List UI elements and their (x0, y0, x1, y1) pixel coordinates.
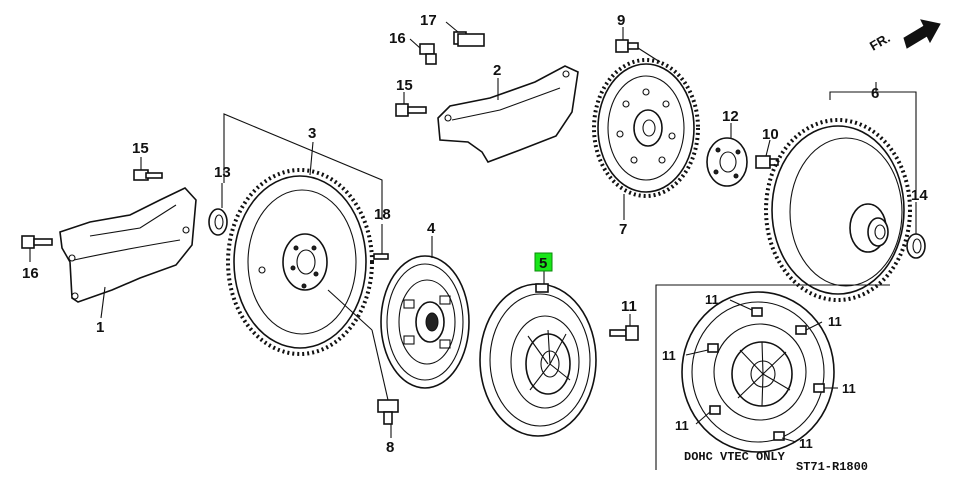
bolt-17 (445, 21, 485, 47)
callout-8: 8 (386, 439, 394, 456)
fr-label: FR. (867, 30, 893, 53)
callout-11-inset: 11 (675, 418, 689, 433)
part-2-upper-dust-shield (437, 65, 579, 163)
callout-13: 13 (214, 164, 231, 181)
bolt-8 (327, 289, 399, 438)
callout-11-inset: 11 (842, 381, 856, 396)
part-3-flywheel (226, 168, 374, 356)
part-6-torque-converter (764, 118, 912, 302)
callout-15-upper: 15 (396, 77, 413, 94)
bolt-9 (615, 27, 661, 63)
callout-14: 14 (911, 187, 928, 204)
callout-16-upper: 16 (389, 30, 406, 47)
callout-7: 7 (619, 221, 627, 238)
callout-17: 17 (420, 12, 437, 29)
part-13-pilot-bearing (208, 183, 228, 236)
callout-5-highlight (534, 252, 553, 272)
part-12-adapter-plate (706, 123, 748, 187)
bolt-16-upper (409, 38, 437, 65)
bolt-15-left (133, 157, 163, 181)
bolt-10 (755, 139, 779, 169)
callout-6: 6 (871, 85, 879, 102)
callout-11-inset: 11 (662, 348, 676, 363)
bolt-11-main (609, 314, 639, 341)
bolt-15-upper (395, 92, 427, 117)
part-1-dust-shield (59, 187, 197, 319)
arrow-icon (903, 19, 941, 49)
front-direction-indicator: FR. (867, 19, 941, 54)
callout-11-main: 11 (621, 298, 637, 315)
part-5-pressure-plate (479, 271, 597, 437)
callout-15-left: 15 (132, 140, 149, 157)
inset-caption: DOHC VTEC ONLY (684, 450, 786, 464)
part-18-dowel-pin (373, 224, 389, 260)
inset-dohc-vtec (655, 284, 890, 470)
callout-4: 4 (427, 220, 436, 237)
callout-18: 18 (374, 206, 391, 223)
callout-10: 10 (762, 126, 779, 143)
callout-11-inset: 11 (828, 314, 842, 329)
callout-16-left: 16 (22, 265, 39, 282)
callout-12: 12 (722, 108, 739, 125)
callout-5: 5 (539, 255, 547, 272)
part-7-drive-plate (592, 58, 700, 220)
callout-2: 2 (493, 62, 501, 79)
callout-1: 1 (96, 319, 104, 336)
callout-3: 3 (308, 125, 316, 142)
callout-9: 9 (617, 12, 625, 29)
diagram-code: ST71-R1800 (796, 460, 868, 474)
part-4-clutch-disc (380, 236, 470, 389)
callout-11-inset: 11 (705, 292, 719, 307)
bolt-16-left (21, 235, 53, 262)
callout-11-inset: 11 (799, 436, 813, 451)
part-14-oil-seal (906, 202, 926, 259)
